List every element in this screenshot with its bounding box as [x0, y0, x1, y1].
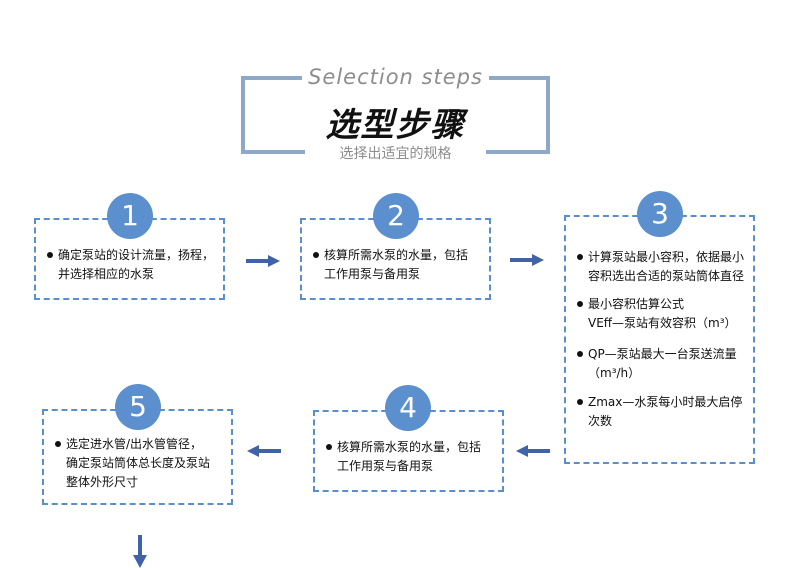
step-3-item-3-line-2: （m³/h）: [588, 366, 641, 380]
step-3-item-2: 最小容积估算公式 VEff—泵站有效容积（m³）: [577, 295, 737, 333]
bullet-icon: [55, 441, 61, 447]
step-3-item-3-line-1: QP—泵站最大一台泵送流量: [588, 347, 737, 361]
step-2-item: 核算所需水泵的水量，包括 工作用泵与备用泵: [313, 246, 469, 284]
step-3-item-4-line-2: 次数: [588, 414, 613, 428]
step-2-line-2: 工作用泵与备用泵: [324, 267, 421, 281]
step-3-item-4-line-1: Zmax—水泵每小时最大启停: [588, 395, 743, 409]
bullet-icon: [577, 254, 583, 260]
step-3-item-1-line-1: 计算泵站最小容积，依据最小: [588, 250, 745, 264]
step-5-badge: 5: [115, 384, 161, 430]
header-subtitle: 选择出适宜的规格: [241, 143, 550, 163]
step-4-badge: 4: [385, 385, 431, 431]
step-3-item-3: QP—泵站最大一台泵送流量 （m³/h）: [577, 345, 737, 383]
header-frame-right: [486, 76, 550, 154]
step-4-line-2: 工作用泵与备用泵: [337, 459, 434, 473]
bullet-icon: [47, 252, 53, 258]
arrow-down-icon: [133, 535, 147, 568]
step-1-item: 确定泵站的设计流量，扬程， 并选择相应的水泵: [47, 246, 215, 284]
step-5-line-2: 确定泵站筒体总长度及泵站: [66, 456, 211, 470]
step-3-item-4: Zmax—水泵每小时最大启停 次数: [577, 393, 743, 431]
step-3-item-1-line-2: 容积选出合适的泵站筒体直径: [588, 269, 745, 283]
step-2-line-1: 核算所需水泵的水量，包括: [324, 248, 469, 262]
step-2-badge: 2: [373, 193, 419, 239]
step-5-line-3: 整体外形尺寸: [66, 475, 139, 489]
step-1-badge: 1: [107, 193, 153, 239]
bullet-icon: [326, 444, 332, 450]
header-title-cn: 选型步骤: [325, 105, 466, 144]
step-3-item-1: 计算泵站最小容积，依据最小 容积选出合适的泵站筒体直径: [577, 248, 745, 286]
arrow-right-icon: [246, 255, 280, 267]
header-frame-left: [241, 76, 305, 154]
step-1-line-1: 确定泵站的设计流量，扬程，: [58, 248, 215, 262]
arrow-right-icon: [510, 254, 544, 266]
step-3-badge: 3: [637, 191, 683, 237]
bullet-icon: [313, 252, 319, 258]
section-header: Selection steps 选型步骤 选择出适宜的规格: [241, 65, 550, 162]
bullet-icon: [577, 399, 583, 405]
step-3-item-2-line-1: 最小容积估算公式: [588, 297, 685, 311]
header-title-en: Selection steps: [241, 65, 550, 89]
step-4-box: 核算所需水泵的水量，包括 工作用泵与备用泵: [313, 410, 504, 492]
step-3-box: 计算泵站最小容积，依据最小 容积选出合适的泵站筒体直径 最小容积估算公式 VEf…: [564, 215, 755, 464]
arrow-left-icon: [516, 445, 550, 457]
step-5-line-1: 选定进水管/出水管管径，: [66, 437, 203, 451]
step-5-item: 选定进水管/出水管管径， 确定泵站筒体总长度及泵站 整体外形尺寸: [55, 435, 211, 492]
step-1-line-2: 并选择相应的水泵: [58, 267, 155, 281]
arrow-left-icon: [247, 445, 281, 457]
bullet-icon: [577, 301, 583, 307]
step-3-item-2-line-2: VEff—泵站有效容积（m³）: [588, 316, 737, 330]
step-4-item: 核算所需水泵的水量，包括 工作用泵与备用泵: [326, 438, 482, 476]
step-4-line-1: 核算所需水泵的水量，包括: [337, 440, 482, 454]
bullet-icon: [577, 351, 583, 357]
